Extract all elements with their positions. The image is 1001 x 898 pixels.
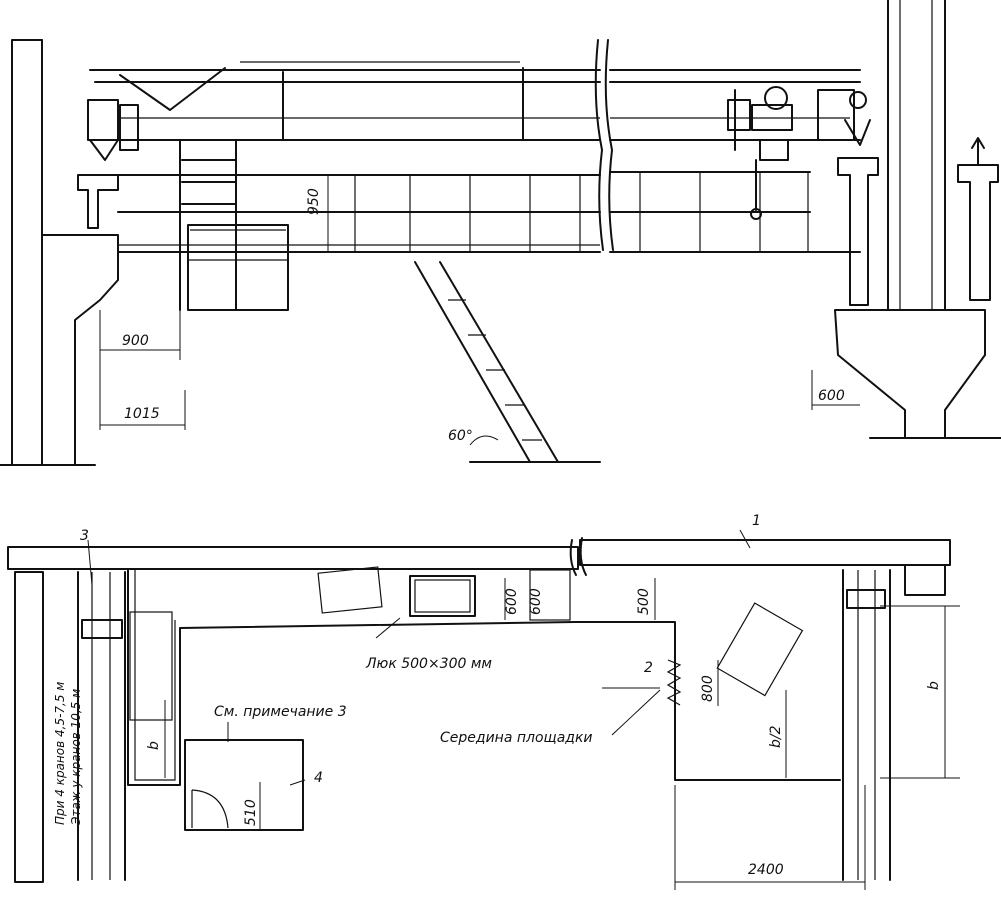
dim-2400: 2400	[748, 862, 784, 878]
marker-1: 1	[752, 513, 761, 529]
dim-1015: 1015	[124, 406, 160, 422]
middle-label: Середина площадки	[440, 730, 593, 746]
service-platform	[117, 171, 861, 253]
dim-b-half: b/2	[768, 725, 784, 748]
angle-label: 60°	[448, 428, 473, 444]
note-label: См. примечание 3	[214, 704, 347, 720]
marker-3: 3	[80, 528, 89, 544]
dim-510: 510	[243, 799, 259, 826]
dim-600-plan-b: 600	[528, 588, 544, 615]
elevation-dimensions	[99, 174, 860, 430]
mesh-fence-left	[129, 611, 173, 721]
plan-view	[7, 529, 960, 890]
dim-900: 900	[122, 333, 149, 349]
hatch-label: Люк 500×300 мм	[365, 656, 492, 672]
left-platform	[127, 569, 576, 786]
vertical-note-2: Этаж у кранов 10,5 м	[69, 689, 83, 826]
left-rail	[77, 174, 119, 229]
dim-600-plan: 600	[504, 588, 520, 615]
dim-500: 500	[636, 588, 652, 615]
vertical-note-1: При 4 кранов 4,5-7,5 м	[53, 682, 67, 825]
hatch-opening	[409, 575, 476, 617]
dim-b-right: b	[926, 681, 942, 690]
dim-b-left: b	[146, 741, 162, 750]
right-column	[834, 0, 1001, 439]
left-wall	[11, 39, 43, 466]
crane-bridge	[87, 39, 871, 251]
dim-950: 950	[306, 188, 322, 215]
dim-600-right: 600	[818, 388, 845, 404]
elevation-view: 950 900 1015 600 60°	[0, 0, 1001, 466]
trolley	[727, 86, 793, 220]
plan-left-wall	[14, 571, 44, 883]
mesh-fence-right	[716, 602, 804, 697]
right-platform	[574, 621, 841, 781]
cabin-4	[184, 739, 304, 831]
dim-800: 800	[700, 675, 716, 702]
marker-2: 2	[644, 660, 653, 676]
marker-4: 4	[314, 770, 323, 786]
crane-girder-left	[7, 546, 579, 570]
left-column	[41, 234, 119, 466]
crane-girder-right	[579, 539, 951, 566]
inclined-ladder	[414, 261, 601, 463]
operator-cab	[179, 139, 289, 311]
